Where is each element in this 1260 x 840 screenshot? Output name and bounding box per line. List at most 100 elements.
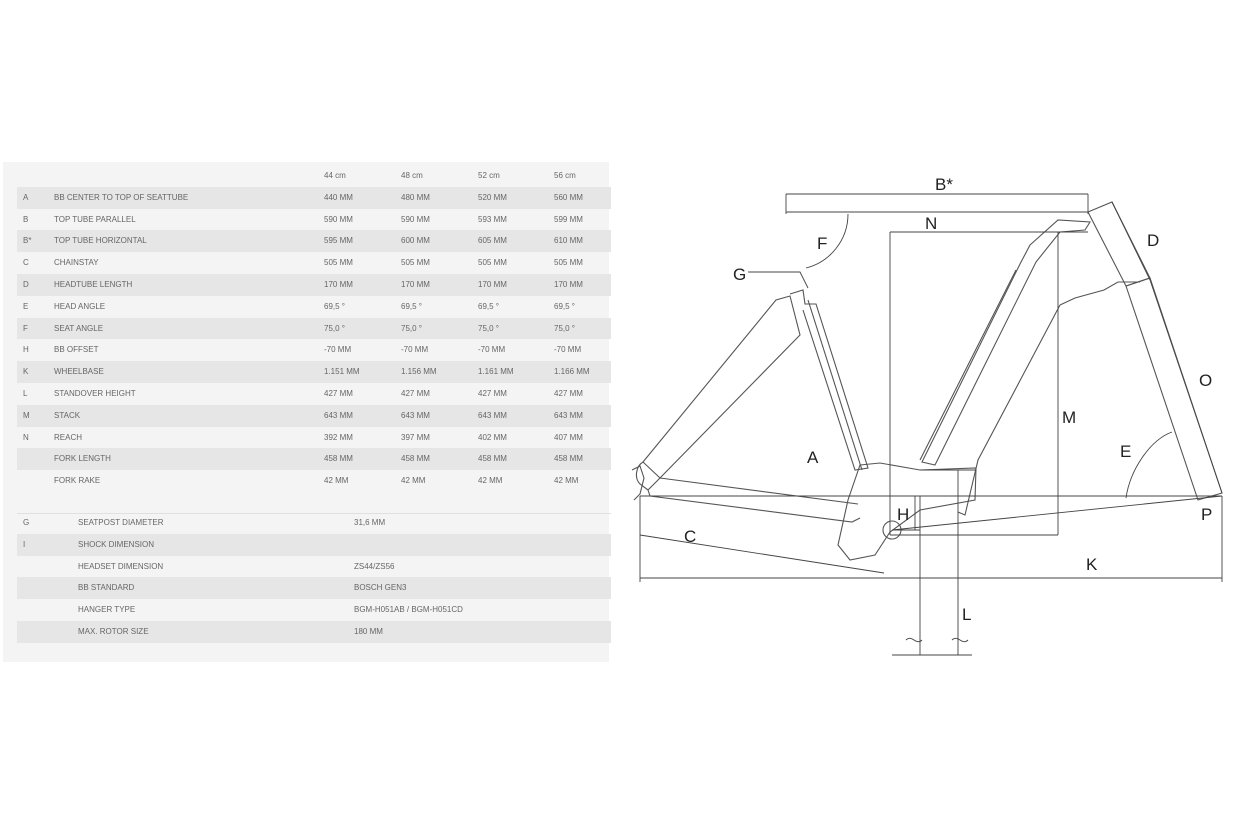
spec-value: 180 MM — [354, 626, 383, 636]
geometry-code: K — [23, 367, 29, 377]
dim-c — [639, 534, 885, 574]
size-header-48: 48 cm — [401, 171, 423, 180]
geometry-row: FORK RAKE 42 MM 42 MM 42 MM 42 MM — [17, 470, 611, 492]
head-tube — [1087, 201, 1151, 287]
geometry-value: 427 MM — [554, 388, 583, 398]
size-header-52: 52 cm — [478, 171, 500, 180]
geometry-value: 402 MM — [478, 432, 507, 442]
geometry-value: 75,0 ° — [401, 323, 422, 333]
geometry-value: 69,5 ° — [324, 301, 345, 311]
spec-row: HEADSET DIMENSION ZS44/ZS56 — [17, 556, 611, 578]
geometry-value: 69,5 ° — [478, 301, 499, 311]
label-m: M — [1062, 408, 1076, 427]
geometry-value: 505 MM — [401, 258, 430, 268]
geometry-value: 69,5 ° — [554, 301, 575, 311]
seat-stay — [642, 295, 801, 479]
geometry-label: FORK RAKE — [54, 476, 101, 486]
geometry-label: HEAD ANGLE — [54, 301, 106, 311]
geometry-value: 595 MM — [324, 236, 353, 246]
geometry-value: 170 MM — [324, 279, 353, 289]
frame-geometry-diagram: B* N D F G O M E A H P C K L — [631, 175, 1223, 656]
geometry-code: A — [23, 192, 29, 202]
geometry-value: 505 MM — [478, 258, 507, 268]
geometry-value: 458 MM — [554, 454, 583, 464]
geometry-value: -70 MM — [478, 345, 506, 355]
dim-n — [889, 231, 1088, 535]
geometry-label: REACH — [54, 432, 83, 442]
geometry-value: 480 MM — [401, 192, 430, 202]
label-a: A — [807, 448, 819, 467]
geometry-code: M — [23, 410, 30, 420]
geometry-code: F — [23, 323, 28, 333]
geometry-code: B* — [23, 236, 32, 246]
geometry-value: 42 MM — [554, 476, 579, 486]
geometry-value: 1.151 MM — [324, 367, 360, 377]
geometry-label: CHAINSTAY — [54, 258, 99, 268]
geometry-value: 42 MM — [401, 476, 426, 486]
geometry-value: 505 MM — [554, 258, 583, 268]
dim-h — [892, 496, 920, 531]
geometry-value: 75,0 ° — [478, 323, 499, 333]
spec-value: BOSCH GEN3 — [354, 583, 407, 593]
dim-e-arc — [1125, 431, 1173, 499]
geometry-label: WHEELBASE — [54, 367, 104, 377]
geometry-label: SEAT ANGLE — [54, 323, 104, 333]
geometry-code: C — [23, 258, 29, 268]
chainstay — [647, 489, 861, 523]
label-l: L — [962, 605, 971, 624]
geometry-value: 590 MM — [324, 214, 353, 224]
spec-value: ZS44/ZS56 — [354, 561, 395, 571]
spec-label: SHOCK DIMENSION — [78, 539, 155, 549]
geometry-value: 42 MM — [478, 476, 503, 486]
spec-value: BGM-H051AB / BGM-H051CD — [354, 605, 463, 615]
label-p: P — [1201, 505, 1212, 524]
geometry-value: 458 MM — [401, 454, 430, 464]
dim-l — [892, 469, 976, 656]
geometry-code: D — [23, 279, 29, 289]
spec-code: I — [23, 539, 26, 549]
geometry-value: 643 MM — [324, 410, 353, 420]
size-header-44: 44 cm — [324, 171, 346, 180]
label-k: K — [1086, 555, 1098, 574]
geometry-value: 170 MM — [478, 279, 507, 289]
geometry-value: 1.156 MM — [401, 367, 437, 377]
geometry-label: FORK LENGTH — [54, 454, 111, 464]
geometry-label: TOP TUBE PARALLEL — [54, 214, 136, 224]
spec-label: HEADSET DIMENSION — [78, 561, 164, 571]
label-h: H — [897, 505, 909, 524]
geometry-value: 427 MM — [324, 388, 353, 398]
geometry-value: 427 MM — [478, 388, 507, 398]
geometry-code: L — [23, 388, 28, 398]
geometry-value: 69,5 ° — [401, 301, 422, 311]
geometry-code: H — [23, 345, 29, 355]
spec-value: 31,6 MM — [354, 518, 386, 527]
spec-code: G — [23, 518, 30, 527]
geometry-value: 593 MM — [478, 214, 507, 224]
geometry-value: 520 MM — [478, 192, 507, 202]
geometry-value: 1.166 MM — [554, 367, 590, 377]
label-g: G — [733, 265, 746, 284]
geometry-label: BB OFFSET — [54, 345, 99, 355]
geometry-header-row: 44 cm 48 cm 52 cm 56 cm — [17, 165, 611, 187]
geometry-label: TOP TUBE HORIZONTAL — [54, 236, 147, 246]
geometry-value: 42 MM — [324, 476, 349, 486]
label-c: C — [684, 527, 696, 546]
label-o: O — [1199, 371, 1212, 390]
geometry-value: 458 MM — [478, 454, 507, 464]
